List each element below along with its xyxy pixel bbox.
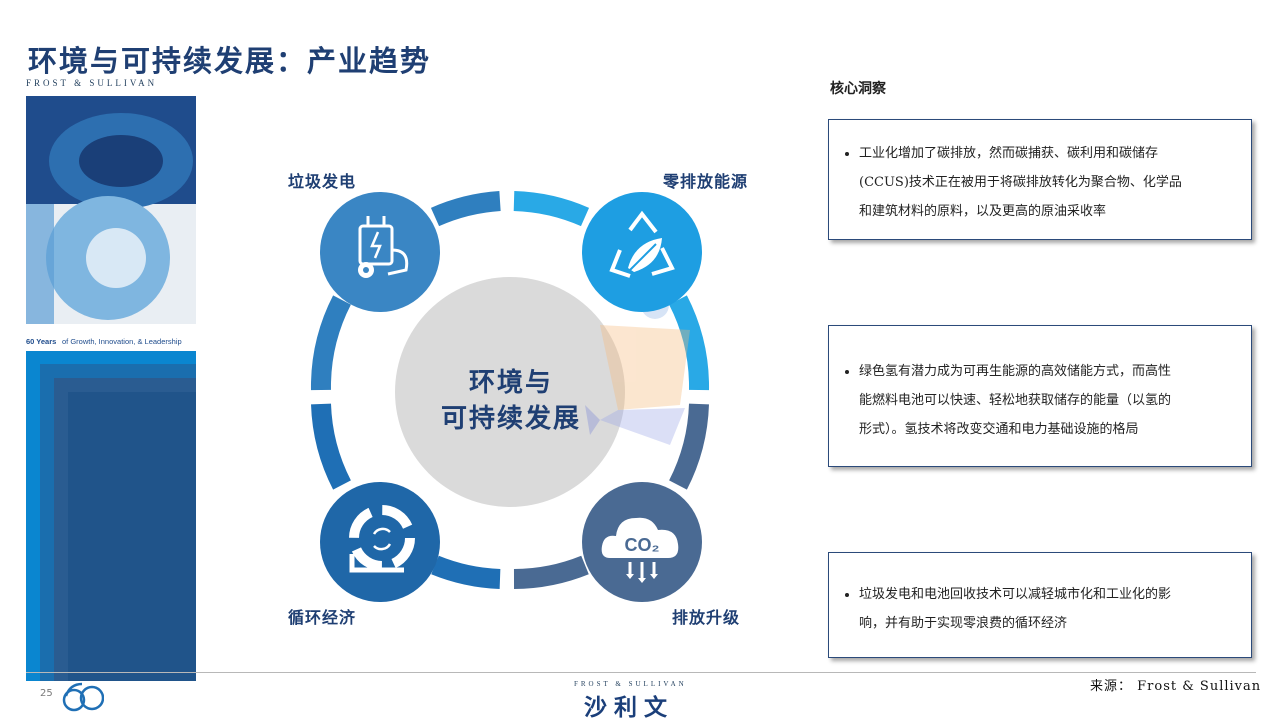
page-number: 25 (40, 688, 53, 699)
insight-line: 和建筑材料的原料，以及更高的原油采收率 (859, 204, 1107, 219)
years-tagline-rest: of Growth, Innovation, & Leadership (62, 337, 182, 346)
insight-box-waste: 垃圾发电和电池回收技术可以减轻城市化和工业化的影 响，并有助于实现零浪费的循环经… (828, 552, 1252, 658)
brand-wordmark: FROST & SULLIVAN (26, 78, 158, 88)
insight-bullet: 垃圾发电和电池回收技术可以减轻城市化和工业化的影 响，并有助于实现零浪费的循环经… (859, 580, 1241, 638)
node-label-waste-to-energy: 垃圾发电 (288, 172, 357, 191)
insight-line: 响，并有助于实现零浪费的循环经济 (859, 616, 1068, 631)
years-tagline-bold: 60 Years (26, 337, 56, 346)
footer-divider (26, 672, 1256, 673)
ring-diagram (310, 191, 710, 589)
co2-cloud-icon: CO₂ (582, 482, 702, 602)
insight-line: (CCUS)技术正在被用于将碳排放转化为聚合物、化学品 (859, 175, 1182, 190)
insight-line: 形式）。氢技术将改变交通和电力基础设施的格局 (859, 422, 1139, 437)
footer-wordmark: FROST & SULLIVAN (574, 680, 687, 688)
footer-brand-cn: 沙利文 (584, 695, 674, 721)
left-brand-strip: 60 Years of Growth, Innovation, & Leader… (26, 96, 196, 681)
insight-line: 工业化增加了碳排放，然而碳捕获、碳利用和碳储存 (859, 146, 1159, 161)
power-plug-icon (320, 192, 440, 312)
svg-text:CO₂: CO₂ (625, 535, 660, 555)
insight-box-hydrogen: 绿色氢有潜力成为可再生能源的高效储能方式，而高性 能燃料电池可以快速、轻松地获取… (828, 325, 1252, 467)
insight-box-ccus: 工业化增加了碳排放，然而碳捕获、碳利用和碳储存 (CCUS)技术正在被用于将碳排… (828, 119, 1252, 240)
insight-line: 绿色氢有潜力成为可再生能源的高效储能方式，而高性 (859, 364, 1172, 379)
center-title-line1: 环境与 (468, 368, 553, 398)
sixty-years-logo (62, 682, 104, 712)
node-label-circular-economy: 循环经济 (288, 608, 357, 627)
page-title: 环境与可持续发展：产业趋势 (28, 44, 432, 78)
source-note: 来源： Frost & Sullivan (1090, 679, 1262, 694)
node-label-emission-upgrade: 排放升级 (672, 608, 741, 627)
insights-header: 核心洞察 (830, 81, 886, 97)
insight-bullet: 工业化增加了碳排放，然而碳捕获、碳利用和碳储存 (CCUS)技术正在被用于将碳排… (859, 139, 1241, 226)
insight-bullet: 绿色氢有潜力成为可再生能源的高效储能方式，而高性 能燃料电池可以快速、轻松地获取… (859, 357, 1241, 444)
insight-line: 垃圾发电和电池回收技术可以减轻城市化和工业化的影 (859, 587, 1172, 602)
recycle-leaf-icon (582, 192, 702, 312)
insight-line: 能燃料电池可以快速、轻松地获取储存的能量（以氢的 (859, 393, 1172, 408)
node-label-zero-emission-energy: 零排放能源 (663, 172, 749, 191)
circular-arrows-icon (320, 482, 440, 602)
center-title-line2: 可持续发展 (440, 404, 581, 434)
